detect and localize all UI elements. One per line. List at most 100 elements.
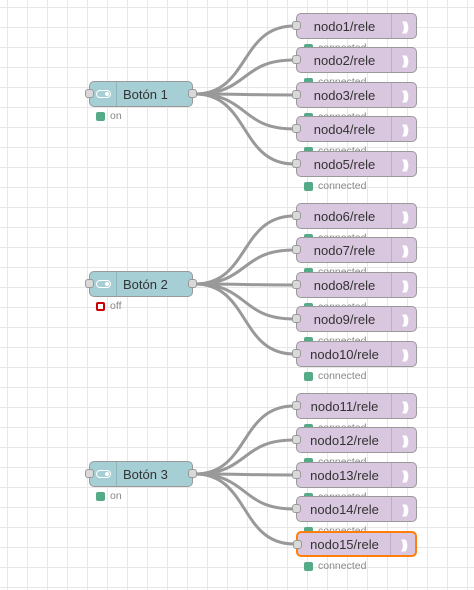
status-indicator-icon bbox=[96, 111, 105, 121]
broadcast-icon: ))) bbox=[402, 277, 409, 293]
node-icon-area: ))) bbox=[391, 394, 416, 418]
node-icon-area: ))) bbox=[391, 497, 416, 521]
broadcast-icon: ))) bbox=[402, 501, 409, 517]
broadcast-icon: ))) bbox=[402, 18, 409, 34]
mqtt-out-node[interactable]: nodo4/rele))) bbox=[292, 116, 417, 142]
node-label: nodo6/rele bbox=[313, 208, 376, 224]
status-text: connected bbox=[318, 560, 367, 572]
wire[interactable] bbox=[194, 438, 295, 476]
input-port[interactable] bbox=[85, 89, 94, 98]
node-icon-area: ))) bbox=[391, 83, 416, 107]
wire[interactable] bbox=[194, 472, 295, 477]
mqtt-out-node[interactable]: nodo11/rele))) bbox=[292, 393, 417, 419]
broadcast-icon: ))) bbox=[402, 52, 409, 68]
node-label: Botón 2 bbox=[123, 276, 168, 292]
status-text: on bbox=[110, 490, 122, 502]
mqtt-out-node[interactable]: nodo2/rele))) bbox=[292, 47, 417, 73]
node-label: nodo1/rele bbox=[313, 18, 376, 34]
wire[interactable] bbox=[194, 92, 295, 131]
node-label: Botón 3 bbox=[123, 466, 168, 482]
node-icon-area: ))) bbox=[391, 14, 416, 38]
mqtt-out-node[interactable]: nodo15/rele))) bbox=[293, 531, 417, 557]
status-text: connected bbox=[318, 180, 367, 192]
node-status: connected bbox=[304, 370, 366, 382]
mqtt-out-node[interactable]: nodo13/rele))) bbox=[292, 462, 417, 488]
node-icon-area: ))) bbox=[391, 238, 416, 262]
mqtt-out-node[interactable]: nodo3/rele))) bbox=[292, 82, 417, 108]
button-node-3[interactable]: Botón 3 bbox=[85, 461, 197, 487]
wire[interactable] bbox=[194, 92, 295, 97]
status-indicator-icon bbox=[96, 491, 105, 501]
node-label: Botón 1 bbox=[123, 86, 168, 102]
node-status: on bbox=[96, 490, 122, 502]
toggle-icon bbox=[95, 280, 111, 288]
status-indicator-icon bbox=[304, 371, 313, 381]
node-label: nodo4/rele bbox=[313, 121, 376, 137]
node-label: nodo15/rele bbox=[310, 536, 379, 552]
input-port[interactable] bbox=[85, 279, 94, 288]
node-label: nodo13/rele bbox=[310, 467, 379, 483]
wire[interactable] bbox=[194, 58, 295, 96]
broadcast-icon: ))) bbox=[402, 208, 409, 224]
toggle-icon bbox=[95, 90, 111, 98]
mqtt-out-node[interactable]: nodo9/rele))) bbox=[292, 306, 417, 332]
node-icon-area: ))) bbox=[390, 533, 415, 555]
mqtt-out-node[interactable]: nodo12/rele))) bbox=[292, 427, 417, 453]
node-status: connected bbox=[304, 560, 366, 572]
wire[interactable] bbox=[194, 472, 295, 546]
broadcast-icon: ))) bbox=[402, 398, 409, 414]
node-icon-area: ))) bbox=[391, 152, 416, 176]
mqtt-out-node[interactable]: nodo1/rele))) bbox=[292, 13, 417, 39]
mqtt-out-node[interactable]: nodo7/rele))) bbox=[292, 237, 417, 263]
wire[interactable] bbox=[194, 404, 295, 476]
broadcast-icon: ))) bbox=[402, 121, 409, 137]
output-port[interactable] bbox=[188, 279, 197, 288]
output-port[interactable] bbox=[188, 469, 197, 478]
node-label: nodo3/rele bbox=[313, 87, 376, 103]
node-label: nodo11/rele bbox=[310, 398, 379, 414]
node-icon-area bbox=[90, 272, 117, 296]
node-icon-area: ))) bbox=[391, 48, 416, 72]
mqtt-out-node[interactable]: nodo10/rele))) bbox=[292, 341, 417, 367]
broadcast-icon: ))) bbox=[401, 536, 408, 552]
status-text: off bbox=[110, 300, 122, 312]
node-label: nodo7/rele bbox=[313, 242, 376, 258]
button-node-2[interactable]: Botón 2 bbox=[85, 271, 197, 297]
mqtt-out-node[interactable]: nodo5/rele))) bbox=[292, 151, 417, 177]
node-icon-area: ))) bbox=[391, 117, 416, 141]
node-label: nodo9/rele bbox=[313, 311, 376, 327]
broadcast-icon: ))) bbox=[402, 467, 409, 483]
broadcast-icon: ))) bbox=[402, 156, 409, 172]
status-indicator-icon bbox=[96, 301, 105, 311]
node-status: connected bbox=[304, 180, 366, 192]
node-icon-area: ))) bbox=[391, 342, 416, 366]
wire[interactable] bbox=[194, 24, 295, 96]
wire[interactable] bbox=[194, 248, 295, 286]
wire[interactable] bbox=[194, 282, 295, 356]
node-icon-area: ))) bbox=[391, 428, 416, 452]
toggle-icon bbox=[95, 470, 111, 478]
output-port[interactable] bbox=[188, 89, 197, 98]
node-label: nodo5/rele bbox=[313, 156, 376, 172]
mqtt-out-node[interactable]: nodo8/rele))) bbox=[292, 272, 417, 298]
node-status: on bbox=[96, 110, 122, 122]
broadcast-icon: ))) bbox=[402, 346, 409, 362]
status-text: connected bbox=[318, 370, 367, 382]
wire[interactable] bbox=[194, 282, 295, 287]
button-node-1[interactable]: Botón 1 bbox=[85, 81, 197, 107]
wire[interactable] bbox=[194, 282, 295, 321]
wire[interactable] bbox=[194, 214, 295, 286]
input-port[interactable] bbox=[85, 469, 94, 478]
node-status: off bbox=[96, 300, 121, 312]
node-label: nodo10/rele bbox=[310, 346, 379, 362]
node-icon-area bbox=[90, 82, 117, 106]
wire[interactable] bbox=[194, 92, 295, 166]
mqtt-out-node[interactable]: nodo14/rele))) bbox=[292, 496, 417, 522]
wire[interactable] bbox=[194, 472, 295, 511]
node-icon-area: ))) bbox=[391, 307, 416, 331]
mqtt-out-node[interactable]: nodo6/rele))) bbox=[292, 203, 417, 229]
node-label: nodo12/rele bbox=[310, 432, 379, 448]
node-icon-area: ))) bbox=[391, 204, 416, 228]
node-icon-area: ))) bbox=[391, 273, 416, 297]
